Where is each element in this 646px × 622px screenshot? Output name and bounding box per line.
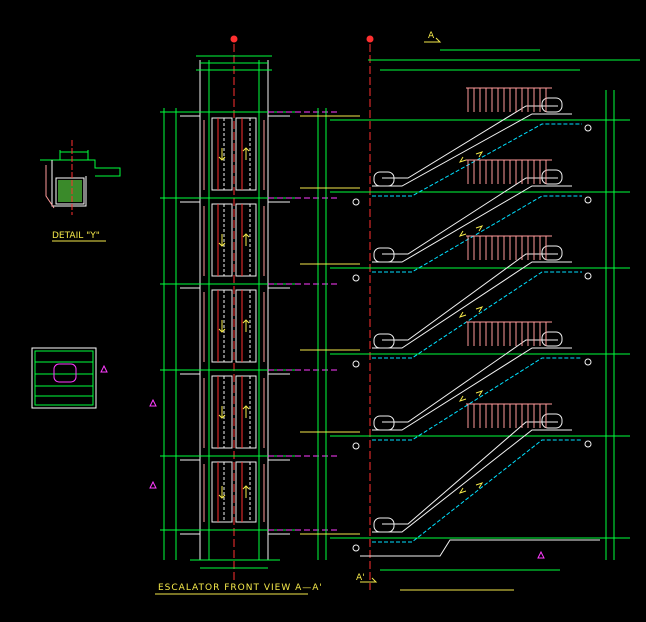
direction-arrow-icon — [475, 225, 484, 232]
direction-arrow-icon — [475, 306, 484, 313]
pit-detail-icon — [352, 360, 360, 368]
direction-arrow-icon — [242, 233, 250, 246]
detail-y-drawing — [40, 140, 121, 215]
direction-arrow-icon — [458, 487, 467, 494]
escalator-steps — [372, 195, 582, 273]
direction-arrow-icon — [475, 390, 484, 397]
handrail-line — [203, 206, 265, 276]
direction-arrow-icon — [475, 151, 484, 158]
escalator-unit-left — [211, 375, 233, 449]
escalator-unit-left — [211, 461, 233, 523]
handrail-line — [203, 292, 265, 362]
upper-newel — [541, 97, 563, 113]
escalator-steps — [372, 439, 582, 543]
handrail-line — [203, 120, 265, 190]
escalator-steps — [372, 357, 582, 441]
escalator-unit-right — [235, 117, 257, 191]
pit-detail-icon — [352, 544, 360, 552]
lower-newel — [373, 517, 395, 533]
escalator-steps — [372, 271, 582, 359]
direction-arrow-icon — [458, 311, 467, 318]
pit-detail-icon — [584, 124, 592, 132]
escalator-unit-left — [211, 117, 233, 191]
triangle-marker-icon — [149, 398, 157, 407]
base-slab — [360, 539, 600, 557]
pit-detail-icon — [584, 196, 592, 204]
escalator-unit-right — [235, 289, 257, 363]
triangle-marker-icon — [100, 364, 108, 373]
lower-newel — [373, 247, 395, 263]
direction-arrow-icon — [242, 405, 250, 418]
pit-detail-icon — [352, 198, 360, 206]
escalator-unit-right — [235, 461, 257, 523]
direction-arrow-icon — [458, 230, 467, 237]
direction-arrow-icon — [242, 485, 250, 498]
direction-arrow-icon — [218, 486, 226, 499]
escalator-unit-right — [235, 375, 257, 449]
grid-bubble-side-icon — [366, 35, 374, 43]
direction-arrow-icon — [475, 482, 484, 489]
pit-detail-icon — [584, 358, 592, 366]
lower-newel — [373, 415, 395, 431]
triangle-marker-icon — [537, 550, 545, 559]
direction-arrow-icon — [218, 320, 226, 333]
grid-bubble-front-icon — [230, 35, 238, 43]
direction-arrow-icon — [242, 147, 250, 160]
escalator-side-section — [300, 44, 640, 590]
upper-newel — [541, 245, 563, 261]
section-marker-bottom: A' — [356, 573, 365, 583]
upper-newel — [541, 169, 563, 185]
upper-newel — [541, 331, 563, 347]
escalator-unit-left — [211, 289, 233, 363]
lower-newel — [373, 333, 395, 349]
direction-arrow-icon — [242, 319, 250, 332]
pit-detail-icon — [352, 442, 360, 450]
escalator-front-view — [160, 44, 340, 580]
direction-arrow-icon — [218, 148, 226, 161]
key-plan-box — [31, 347, 97, 409]
section-arrow-bottom-icon — [360, 577, 378, 583]
lower-newel — [373, 171, 395, 187]
pit-detail-icon — [352, 274, 360, 282]
direction-arrow-icon — [458, 395, 467, 402]
handrail-line — [203, 464, 265, 522]
direction-arrow-icon — [458, 156, 467, 163]
pit-detail-icon — [584, 272, 592, 280]
section-marker-top: A — [428, 31, 435, 41]
escalator-unit-left — [211, 203, 233, 277]
escalator-unit-right — [235, 203, 257, 277]
pit-detail-icon — [584, 440, 592, 448]
detail-y-label: DETAIL "Y" — [52, 231, 100, 241]
handrail-line — [203, 378, 265, 448]
upper-newel — [541, 413, 563, 429]
front-view-label: ESCALATOR FRONT VIEW A—A' — [158, 583, 323, 593]
triangle-marker-icon — [149, 480, 157, 489]
direction-arrow-icon — [218, 406, 226, 419]
direction-arrow-icon — [218, 234, 226, 247]
section-arrow-top-icon — [424, 37, 442, 43]
